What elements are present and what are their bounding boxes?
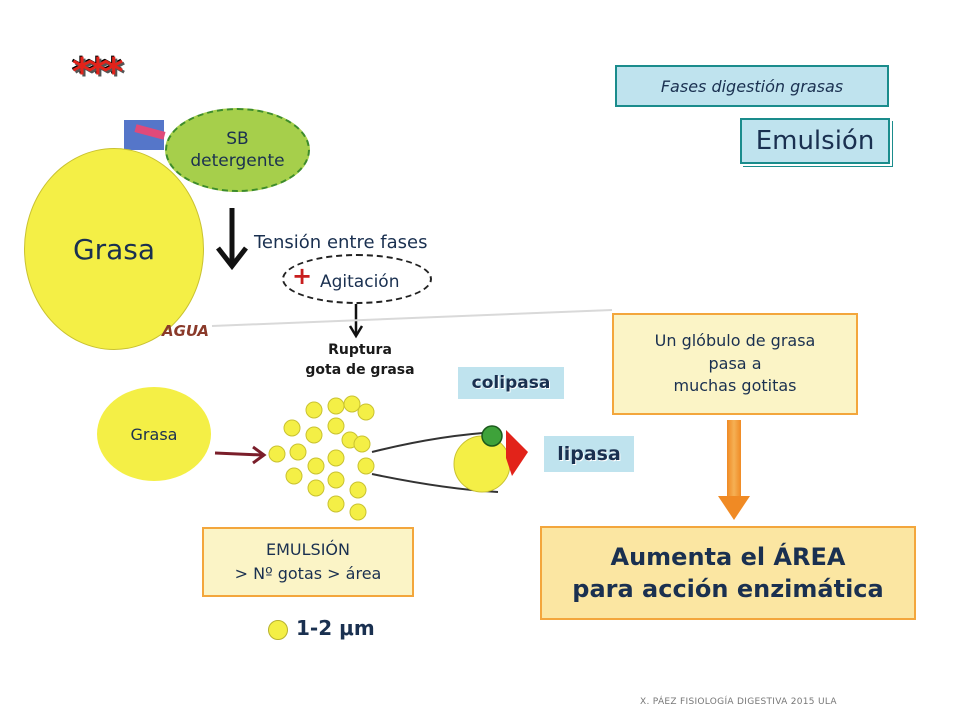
droplet-size-label: 1-2 μm [296, 616, 375, 640]
bile-container-sketch [124, 120, 166, 150]
phases-label: Fases digestión grasas [615, 65, 889, 107]
result-box: Aumenta el ÁREA para acción enzimática [540, 526, 916, 620]
down-arrow-icon [216, 208, 248, 271]
rupture-line1: Ruptura [328, 342, 392, 358]
result-line2: para acción enzimática [572, 575, 884, 603]
fat-globule-small-label: Grasa [130, 424, 178, 444]
rupture-line2: gota de grasa [305, 362, 415, 379]
agitation-label: Agitación [320, 272, 400, 292]
footer-credit: X. PÁEZ FISIOLOGÍA DIGESTIVA 2015 ULA [640, 697, 837, 707]
result-line1: Aumenta el ÁREA [610, 542, 846, 571]
bile-salts-bubble: SB detergente [165, 108, 310, 192]
water-line-sketch [211, 309, 613, 327]
tension-label: Tensión entre fases [254, 232, 428, 253]
bile-salts-line1: SB [226, 128, 249, 149]
rupture-arrow-icon [348, 304, 364, 339]
emulsion-box-line1: EMULSIÓN [266, 540, 350, 559]
emulsion-box-line2: > Nº gotas > área [234, 564, 382, 583]
lipase-label: lipasa [544, 436, 634, 472]
water-label: AGUA [162, 322, 210, 340]
agitation-oval [282, 254, 432, 304]
globule-note-box: Un glóbulo de grasa pasa a muchas gotita… [612, 313, 858, 415]
page-title: Emulsión [740, 118, 890, 164]
lipase-colipase-illustration [453, 425, 528, 493]
fat-globule-small: Grasa [97, 387, 211, 481]
bile-salts-line2: detergente [190, 151, 285, 171]
orange-down-arrow-icon [718, 420, 750, 520]
fat-globule-label: Grasa [72, 232, 156, 266]
plus-icon: + [292, 262, 313, 290]
rupture-label: Ruptura gota de grasa [270, 340, 450, 381]
emulsion-box: EMULSIÓN > Nº gotas > área [202, 527, 414, 597]
colipase-label: colipasa [458, 367, 564, 399]
globule-note-line1: Un glóbulo de grasa [654, 331, 816, 351]
globule-note-line2: pasa a [708, 353, 762, 373]
fat-to-droplets-arrow-icon [214, 445, 267, 465]
fat-globule-large: Grasa [24, 148, 204, 350]
droplet-size-dot [268, 620, 288, 640]
emulsion-droplets [268, 395, 375, 521]
globule-note-line3: muchas gotitas [673, 376, 797, 396]
highlight-stars: *** [72, 50, 124, 94]
